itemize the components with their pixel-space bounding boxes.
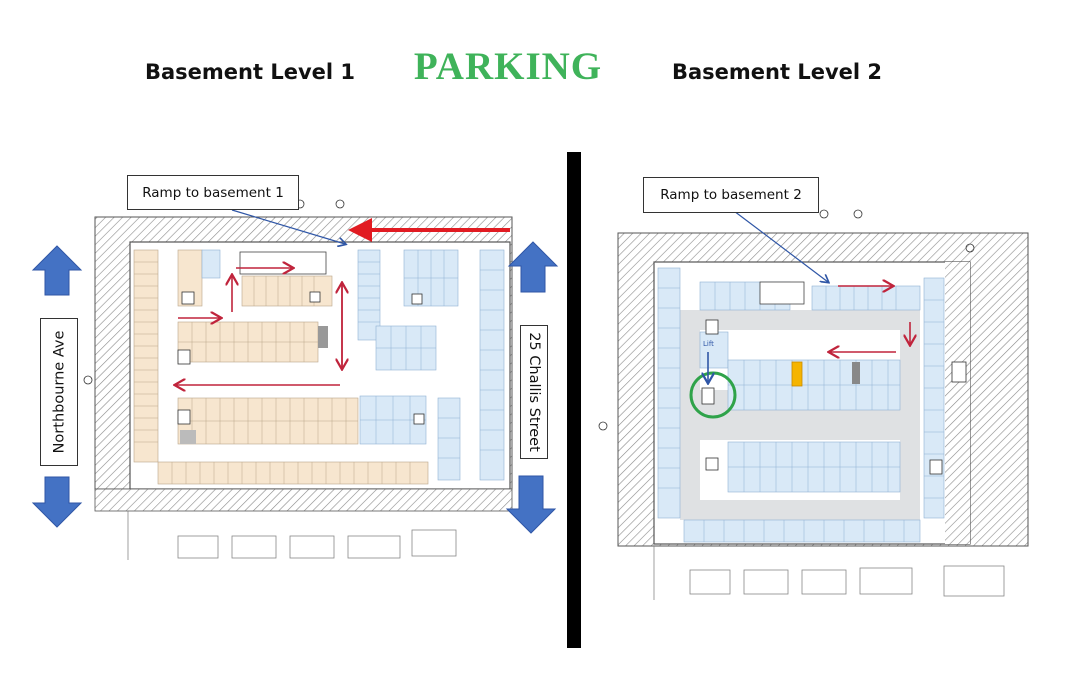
level2-heading: Basement Level 2 [672, 60, 883, 84]
ramp-callout-level2: Ramp to basement 2 [643, 177, 819, 213]
divider-line [567, 152, 581, 648]
street-label-challis: 25 Challis Street [520, 325, 548, 459]
north-marker-icon [335, 199, 345, 209]
highlight-bay [791, 361, 803, 387]
street-label-northbourne-text: Northbourne Ave [51, 330, 68, 454]
page-title: PARKING [413, 45, 603, 88]
level2-plan [598, 207, 1029, 600]
street-label-northbourne: Northbourne Ave [40, 318, 78, 466]
lift-label: Lift [703, 340, 714, 348]
street-label-challis-text: 25 Challis Street [526, 332, 543, 452]
level1-plan [83, 199, 513, 560]
blue-arrow-down-icon [31, 476, 83, 528]
level1-heading: Basement Level 1 [145, 60, 356, 84]
ramp-callout-level1: Ramp to basement 1 [127, 175, 299, 210]
blue-arrow-up-icon [31, 245, 83, 296]
blue-arrow-down-icon [505, 475, 557, 534]
blue-arrow-up-icon [507, 241, 559, 293]
